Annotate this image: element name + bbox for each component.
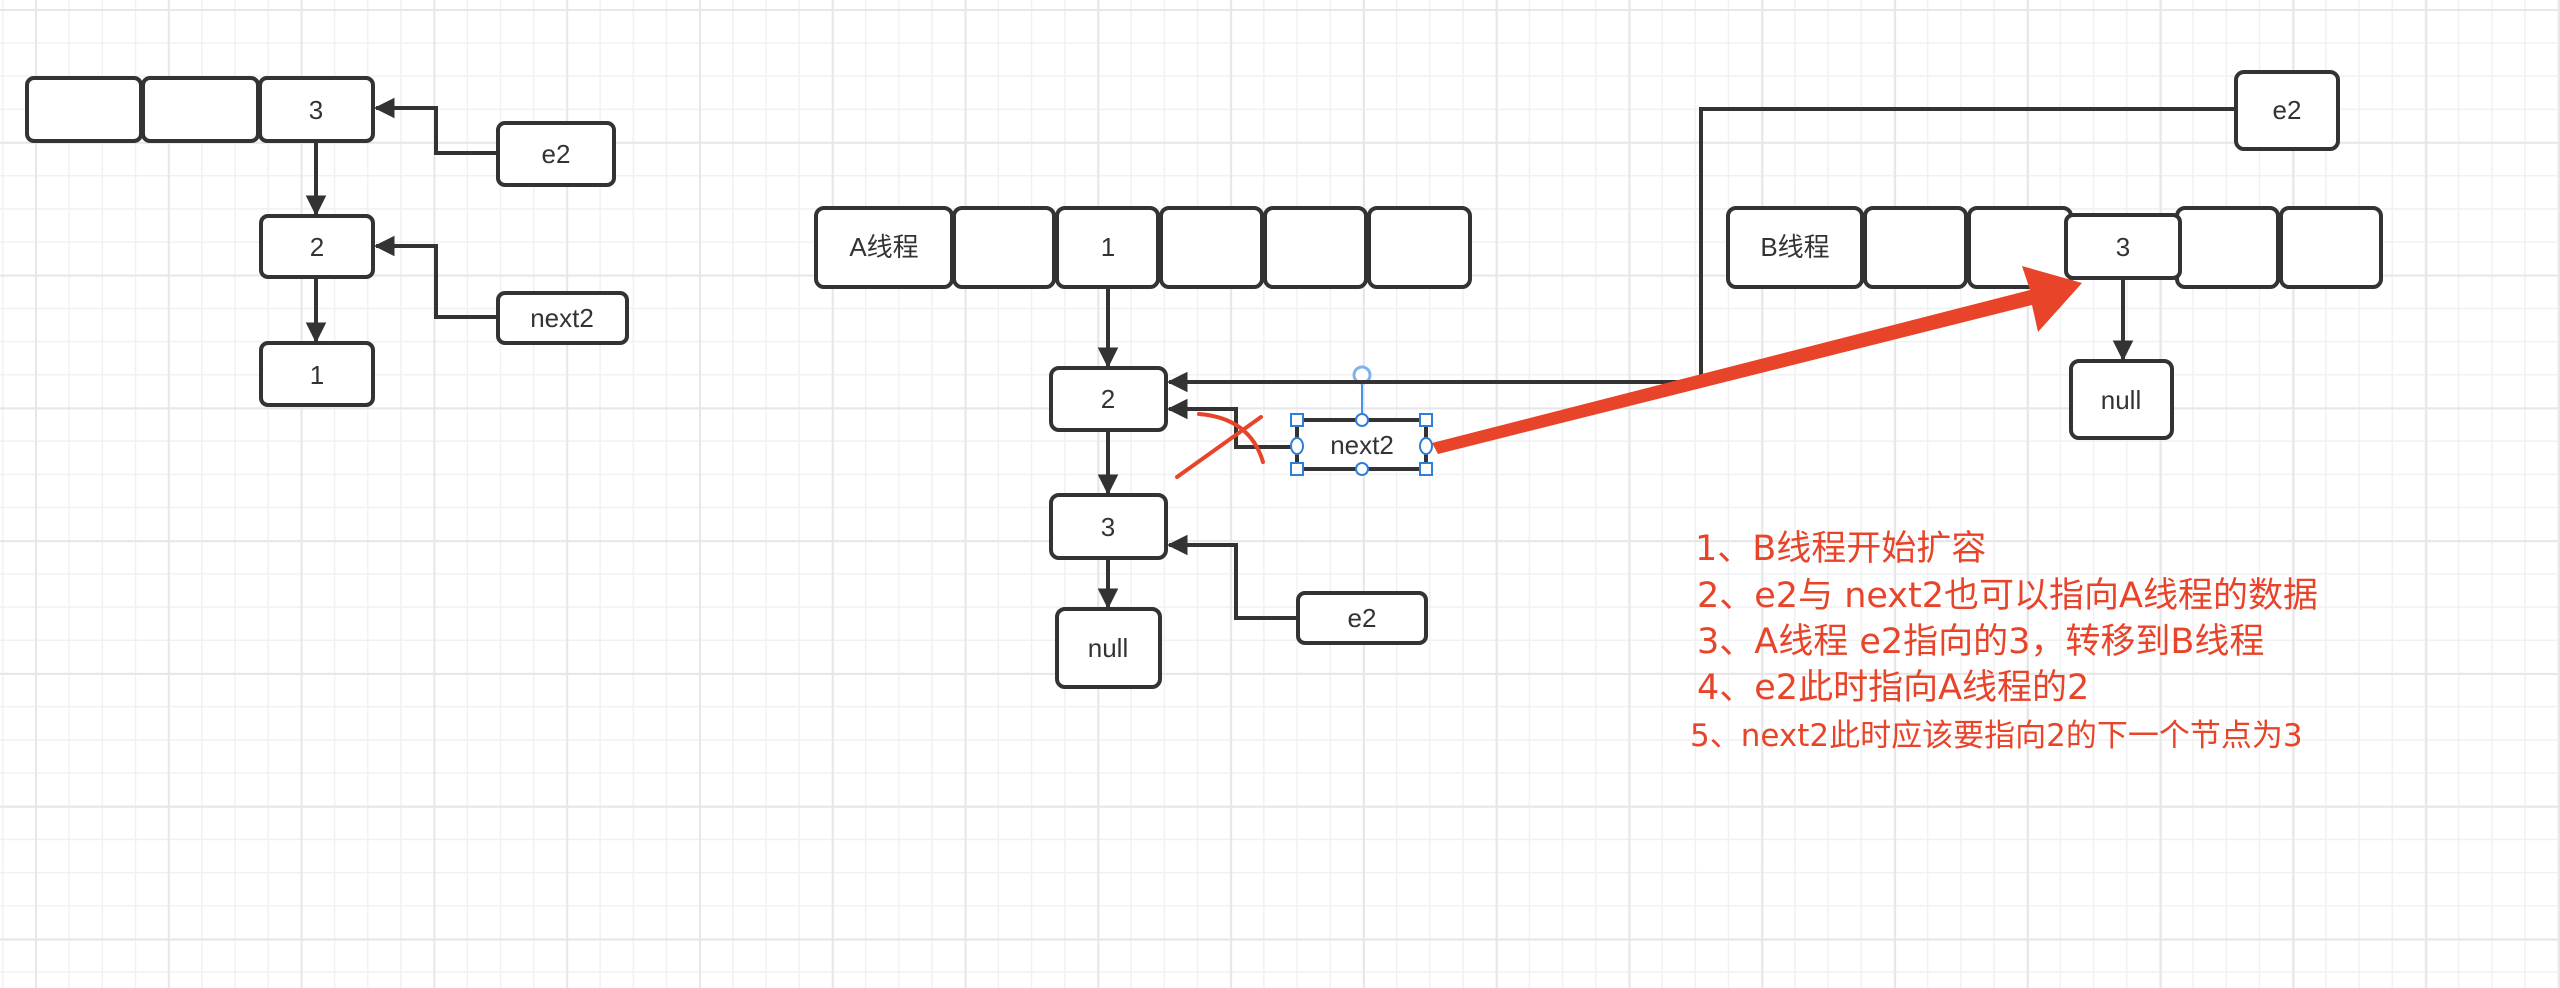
- node-label: 2: [1101, 384, 1115, 414]
- thread-b-bucket-cell-3[interactable]: 3: [2064, 213, 2182, 280]
- left-node-2[interactable]: 2: [259, 214, 375, 279]
- thread-a-node-2[interactable]: 2: [1049, 366, 1168, 432]
- red-cross-stroke-2: [1197, 412, 1265, 464]
- left-bucket-cell[interactable]: [25, 76, 143, 143]
- thread-a-bucket-array: A线程 1: [814, 206, 1472, 289]
- thread-a-edge-e2-to-3[interactable]: [1166, 534, 1298, 620]
- thread-b-node-null[interactable]: null: [2069, 359, 2174, 440]
- left-edge-next2-to-2[interactable]: [373, 235, 498, 319]
- left-e2-pointer[interactable]: e2: [496, 121, 616, 187]
- note-5: 5、next2此时应该要指向2的下一个节点为3: [1690, 718, 2303, 754]
- pointer-label: next2: [530, 303, 594, 333]
- connect-handle-right[interactable]: [1419, 437, 1433, 455]
- thread-b-bucket-cell[interactable]: [1863, 206, 1968, 289]
- note-1: 1、B线程开始扩容: [1695, 529, 1986, 569]
- left-node-1[interactable]: 1: [259, 341, 375, 407]
- thread-a-edge-next2-to-2[interactable]: [1166, 398, 1296, 449]
- thread-a-bucket-cell[interactable]: [952, 206, 1056, 289]
- thread-b-bucket-cell[interactable]: [2175, 206, 2280, 289]
- cell-label: 3: [309, 95, 323, 125]
- thread-a-bucket-cell[interactable]: [1263, 206, 1368, 289]
- thread-a-node-null[interactable]: null: [1055, 607, 1162, 689]
- resize-handle-sw[interactable]: [1290, 462, 1304, 476]
- thread-b-edge-e2-to-a-node-2[interactable]: [1166, 107, 2236, 393]
- node-label: 3: [1101, 512, 1115, 542]
- thread-b-e2-pointer[interactable]: e2: [2234, 70, 2340, 151]
- thread-b-bucket-cell[interactable]: [1967, 206, 2073, 289]
- thread-a-bucket-cell[interactable]: [1367, 206, 1472, 289]
- node-label: 2: [310, 232, 324, 262]
- cell-label: 1: [1101, 232, 1115, 262]
- pointer-label: e2: [542, 139, 571, 169]
- pointer-label: e2: [2273, 95, 2302, 125]
- thread-a-bucket-cell-1[interactable]: 1: [1055, 206, 1160, 289]
- node-label: null: [2101, 385, 2141, 415]
- left-bucket-array: 3: [25, 76, 375, 143]
- annotation-notes: 1、B线程开始扩容 2、e2与 next2也可以指向A线程的数据 3、A线程 e…: [1690, 529, 2318, 754]
- thread-a-bucket-cell[interactable]: [1159, 206, 1264, 289]
- left-next2-pointer[interactable]: next2: [496, 291, 629, 345]
- red-transfer-arrow[interactable]: [1432, 266, 2082, 454]
- thread-a-label-cell[interactable]: A线程: [814, 206, 954, 289]
- left-edge-e2-to-3[interactable]: [373, 97, 498, 155]
- cell-label: A线程: [849, 232, 918, 262]
- pointer-label: e2: [1348, 603, 1377, 633]
- resize-handle-ne[interactable]: [1419, 413, 1433, 427]
- connect-handle-top[interactable]: [1355, 413, 1369, 427]
- connect-handle-left[interactable]: [1290, 437, 1304, 455]
- left-bucket-cell-3[interactable]: 3: [258, 76, 375, 143]
- selection-handles: [1290, 365, 1433, 476]
- note-4: 4、e2此时指向A线程的2: [1697, 668, 2089, 708]
- connect-handle-bottom[interactable]: [1355, 462, 1369, 476]
- pointer-label: next2: [1330, 430, 1394, 460]
- cell-label: 3: [2116, 232, 2130, 262]
- left-bucket-cell[interactable]: [141, 76, 260, 143]
- thread-a-next2-pointer[interactable]: next2: [1295, 418, 1428, 471]
- cell-label: B线程: [1760, 232, 1829, 262]
- node-label: null: [1088, 633, 1128, 663]
- thread-a-e2-pointer[interactable]: e2: [1296, 591, 1428, 645]
- thread-b-label-cell[interactable]: B线程: [1726, 206, 1864, 289]
- thread-a-node-3[interactable]: 3: [1049, 493, 1168, 560]
- note-2: 2、e2与 next2也可以指向A线程的数据: [1697, 576, 2318, 616]
- resize-handle-nw[interactable]: [1290, 413, 1304, 427]
- thread-b-bucket-array: B线程 3: [1726, 206, 2383, 289]
- node-label: 1: [310, 360, 324, 390]
- note-3: 3、A线程 e2指向的3，转移到B线程: [1697, 622, 2264, 662]
- red-cross-stroke-1: [1175, 415, 1263, 479]
- thread-b-bucket-cell[interactable]: [2279, 206, 2383, 289]
- resize-handle-se[interactable]: [1419, 462, 1433, 476]
